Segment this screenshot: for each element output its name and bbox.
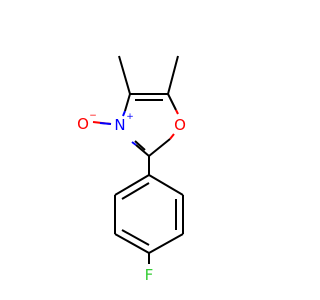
fluorine-label: F [145, 266, 154, 284]
bond-ph1-ph2 [148, 174, 184, 196]
oxide-charge-label: − [89, 111, 97, 121]
oxide-oxygen-label: O [77, 115, 89, 133]
bond-c5-o1-red [175, 109, 179, 115]
bond-c2-n3-blue [131, 141, 137, 146]
bond-n3-c4-blue [122, 110, 126, 117]
bond-o1-c2 [148, 138, 171, 157]
bond-ph4-ph5-double [121, 229, 150, 246]
nitrogen-charge-label: + [126, 112, 134, 122]
bond-ph4-ph5 [114, 233, 150, 254]
molecule-drawing: O − N + O F [77, 55, 186, 284]
bond-n3-c4 [124, 93, 131, 112]
bond-c5-methyl [167, 55, 179, 95]
bond-ph6-ph1 [114, 174, 150, 196]
bond-ph6-ph1-double [121, 182, 150, 200]
ring-nitrogen-label: N [114, 116, 125, 134]
bond-o1-c2-red [169, 133, 175, 140]
structure-canvas: O − N + O F [77, 55, 186, 284]
bond-c4-methyl [118, 55, 131, 95]
bond-c2-n3-double [134, 140, 146, 151]
ring-oxygen-label: O [174, 116, 186, 134]
bond-c5-o1 [167, 93, 177, 111]
bond-c2-n3 [135, 144, 150, 157]
bond-n-oxide-blue [99, 122, 112, 125]
bond-ph3-ph4 [148, 233, 184, 254]
